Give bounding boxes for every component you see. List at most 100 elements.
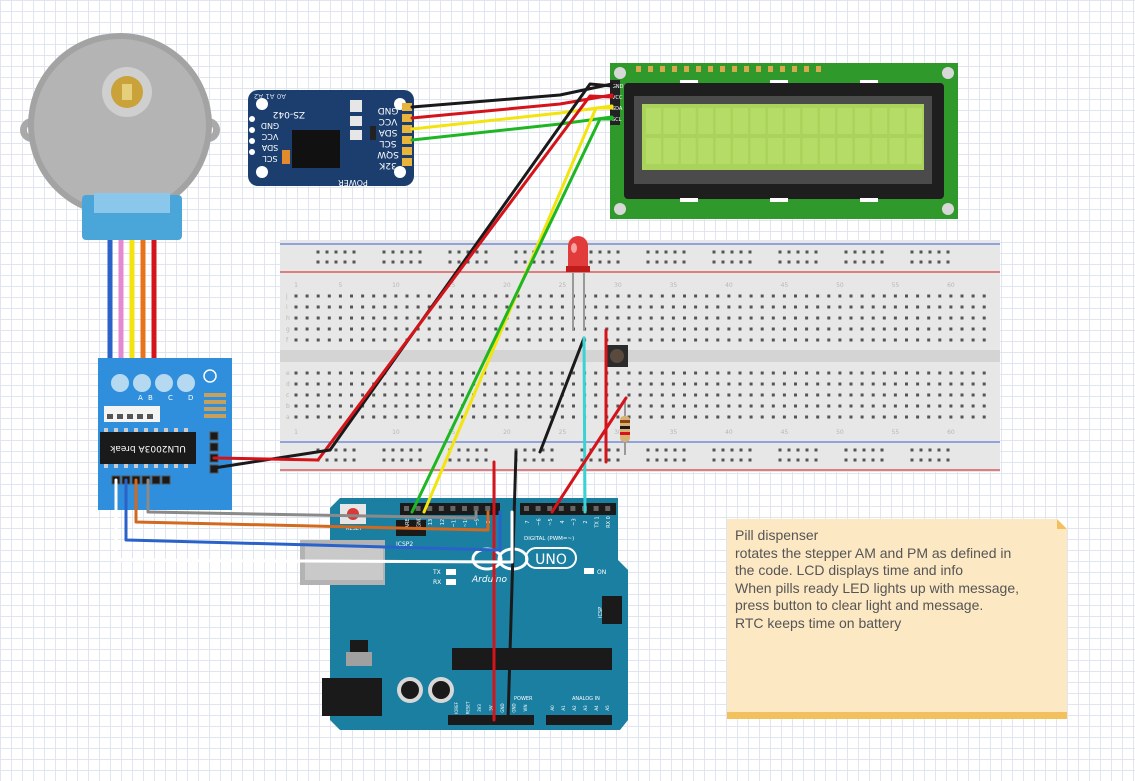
breadboard-column-number-top: 50 bbox=[836, 282, 844, 289]
uno-badge bbox=[525, 547, 577, 569]
uno-label: UNO bbox=[535, 552, 567, 568]
digital-pin-label: 12 bbox=[440, 519, 446, 525]
breadboard-column-number-bottom: 25 bbox=[559, 429, 567, 436]
lcd-header-pins bbox=[636, 66, 821, 72]
wire-led-gnd bbox=[538, 336, 586, 454]
breadboard-row-letter: f bbox=[286, 337, 289, 344]
chip-label: ULN2003A break bbox=[109, 443, 186, 453]
rtc-model-label: ZS-042 bbox=[273, 109, 305, 119]
digital-pin-label: 4 bbox=[560, 520, 566, 523]
wire-rtc-scl-lcd bbox=[410, 115, 614, 142]
breadboard-column-number-top: 60 bbox=[947, 282, 955, 289]
digital-pin-label: 13 bbox=[428, 519, 434, 525]
rx-label: RX bbox=[433, 579, 441, 586]
digital-pin-label: ~9 bbox=[475, 518, 481, 525]
i2c-backpack-header bbox=[610, 80, 620, 125]
rtc-module: A0 A1 A2 ZS-042 GND VCC SDA SCL SQW 32K … bbox=[248, 90, 414, 187]
wires bbox=[114, 82, 628, 722]
rtc-pin-sda: SDA bbox=[378, 127, 397, 137]
digital-pin-label: ~10 bbox=[463, 517, 469, 528]
wire-driver-vcc bbox=[212, 456, 320, 462]
led-label-c: C bbox=[168, 394, 173, 402]
icsp-label: ICSP bbox=[598, 607, 604, 618]
breadboard-column-number-bottom: 55 bbox=[892, 429, 900, 436]
digital-header-right bbox=[520, 503, 616, 515]
rtc-pin-32k: 32K bbox=[378, 160, 396, 170]
breadboard-column-number-bottom: 1 bbox=[294, 429, 298, 436]
led-label-b: B bbox=[148, 394, 153, 402]
rtc-pin-sqw: SQW bbox=[377, 149, 399, 159]
rtc-pin-vcc: VCC bbox=[379, 116, 398, 126]
tx-label: TX bbox=[432, 569, 441, 576]
breadboard-column-number-top: 25 bbox=[559, 282, 567, 289]
note-line-2: the code. LCD displays time and info bbox=[735, 562, 964, 578]
breadboard-row-letter: h bbox=[286, 315, 290, 322]
wire-rtc-gnd-lcd bbox=[410, 82, 614, 109]
wire-lcd-scl-arduino bbox=[410, 117, 614, 514]
digital-pin-label: ~6 bbox=[537, 518, 543, 525]
breadboard-column-number-bottom: 60 bbox=[947, 429, 955, 436]
breadboard-row-letter: d bbox=[286, 381, 290, 388]
rtc-left-pin-scl: SCL bbox=[262, 154, 278, 163]
note-line-4: press button to clear light and message. bbox=[735, 597, 984, 613]
breadboard-column-number-bottom: 40 bbox=[725, 429, 733, 436]
breadboard-row-letter: g bbox=[286, 326, 290, 333]
breadboard-column-number-bottom: 50 bbox=[836, 429, 844, 436]
push-button[interactable] bbox=[606, 345, 628, 367]
led-label-d: D bbox=[188, 394, 193, 402]
uln2003-chip bbox=[100, 432, 196, 464]
breadboard-row-letter: i bbox=[286, 304, 288, 311]
breadboard-column-number-bottom: 30 bbox=[614, 429, 622, 436]
red-led bbox=[566, 236, 590, 330]
breadboard-column-number-top: 55 bbox=[892, 282, 900, 289]
breadboard-column-number-top: 15 bbox=[448, 282, 456, 289]
analog-pin-label: A0 bbox=[550, 705, 555, 711]
note-line-5: RTC keeps time on battery bbox=[735, 614, 902, 631]
breadboard-column-number-top: 5 bbox=[338, 282, 342, 289]
lcd-module: GND VCC SDA SCL bbox=[610, 63, 958, 219]
power-jack bbox=[322, 678, 382, 716]
arduino-brand: Arduino bbox=[471, 575, 507, 585]
power-icon bbox=[203, 369, 217, 383]
power-pin-label: GND bbox=[512, 703, 517, 712]
breadboard-row-letter: b bbox=[286, 403, 290, 410]
digital-pin-label: GND bbox=[417, 516, 423, 528]
note-line-1: rotates the stepper AM and PM as defined… bbox=[735, 544, 1012, 561]
resistor bbox=[620, 398, 630, 455]
wire-in1 bbox=[114, 478, 514, 564]
wire-lcd-sda-arduino bbox=[422, 106, 614, 514]
lcd-pin-vcc: VCC bbox=[612, 95, 623, 101]
digital-pin-label: 2 bbox=[583, 520, 589, 523]
breadboard-column-number-top: 40 bbox=[725, 282, 733, 289]
wire-led-signal bbox=[582, 336, 587, 514]
rtc-left-pin-sda: SDA bbox=[261, 143, 278, 152]
analog-header bbox=[546, 715, 612, 725]
analog-pin-label: A3 bbox=[583, 705, 588, 711]
rtc-pin-gnd: GND bbox=[378, 105, 399, 115]
breadboard-column-number-top: 1 bbox=[294, 282, 298, 289]
rtc-power-label: POWER bbox=[338, 178, 368, 187]
note-line-3: When pills ready LED lights up with mess… bbox=[735, 579, 1020, 596]
digital-pin-label: RX 0 bbox=[606, 516, 612, 528]
ds3231-chip bbox=[292, 130, 340, 168]
lcd-pin-gnd: GND bbox=[612, 84, 624, 90]
rtc-address-label: A0 A1 A2 bbox=[254, 92, 286, 100]
voltage-regulator bbox=[346, 652, 372, 666]
wire-in2 bbox=[124, 478, 502, 552]
power-pin-label: 5V bbox=[489, 705, 494, 711]
driver-leds: A B C D bbox=[111, 374, 195, 402]
digital-pin-label: AREF bbox=[405, 515, 411, 528]
lcd-pin-sda: SDA bbox=[612, 106, 623, 112]
digital-pin-label: ~11 bbox=[451, 517, 457, 528]
rtc-right-pins bbox=[402, 103, 412, 166]
breadboard-column-number-top: 35 bbox=[670, 282, 678, 289]
driver-resistors bbox=[204, 393, 226, 418]
breadboard-row-letter: e bbox=[286, 370, 290, 377]
breadboard-row-letter: j bbox=[285, 293, 288, 300]
wire-rail-gnd bbox=[506, 450, 518, 722]
uln2003-driver-board: A B C D ULN2003A break bbox=[98, 358, 232, 510]
breadboard-row-letter: c bbox=[286, 392, 289, 399]
reset-label: RESET bbox=[346, 526, 363, 532]
breadboard-column-number-top: 10 bbox=[392, 282, 400, 289]
